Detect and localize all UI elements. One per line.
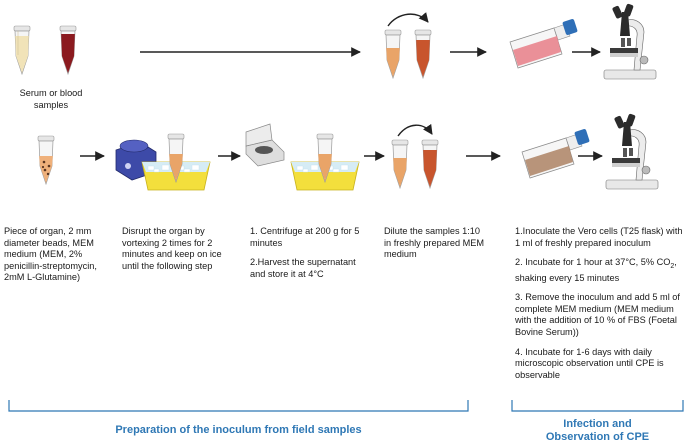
step5-item-2: 2. Incubate for 1 hour at 37°C, 5% CO2, … [515,257,677,283]
step5-item-1: 1.Inoculate the Vero cells (T25 flask) w… [515,226,683,248]
step2-description: Disrupt the organ by vortexing 2 times f… [122,226,222,271]
serum-tube-icon [13,25,31,75]
cell-culture-flask-icon [509,17,579,69]
tube-on-ice-icon [316,133,334,183]
step5-item-4: 4. Incubate for 1-6 days with daily micr… [515,346,664,380]
samples-label: Serum or blood samples [19,88,83,110]
infection-section-title: Infection and Observation of CPE [545,418,650,443]
microscope-icon [605,112,659,190]
curved-arrow-icon [397,123,433,137]
preparation-section-title: Preparation of the inoculum from field s… [115,424,362,436]
microscope-icon [603,2,657,80]
step3-item-1: 1. Centrifuge at 200 g for 5 minutes [250,226,360,248]
diluted-sample-tube-icon [391,139,409,189]
step1-description: Piece of organ, 2 mm diameter beads, MEM… [4,226,97,283]
medium-tube-icon [414,29,432,79]
medium-tube-icon [421,139,439,189]
centrifuge-icon [245,123,285,167]
cell-culture-flask-icon [521,127,591,179]
infection-bracket [511,400,684,412]
blood-tube-icon [59,25,77,75]
step5-description: 1.Inoculate the Vero cells (T25 flask) w… [515,226,685,381]
step5-item-3: 3. Remove the inoculum and add 5 ml of c… [515,292,680,337]
tube-on-ice-icon [167,133,185,183]
organ-sample-tube-icon [37,135,55,185]
curved-arrow-icon [387,12,429,27]
step4-description: Dilute the samples 1:10 in freshly prepa… [384,226,485,260]
step3-item-2: 2.Harvest the supernatant and store it a… [250,257,356,279]
step3-description: 1. Centrifuge at 200 g for 5 minutes 2.H… [250,226,360,280]
diluted-sample-tube-icon [384,29,402,79]
preparation-bracket [8,400,469,412]
